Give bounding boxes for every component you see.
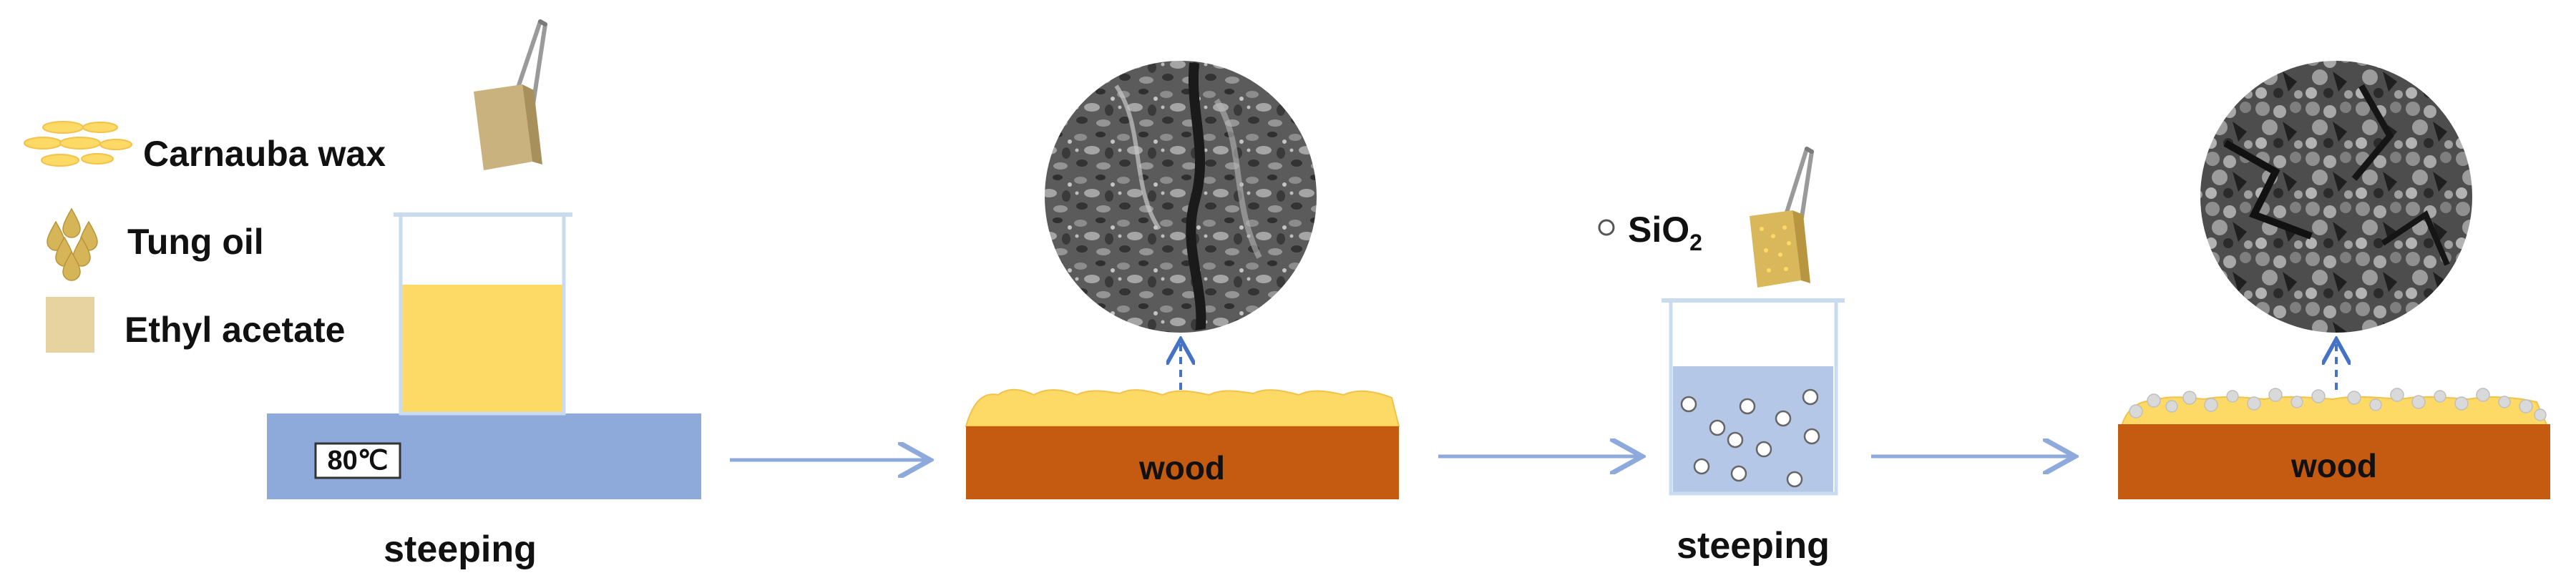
sio2-surface-particles xyxy=(2129,388,2547,421)
beaker-sio2-suspension xyxy=(1662,298,1845,496)
beaker-wax-solution xyxy=(394,212,572,416)
wood-label-2: wood xyxy=(2290,447,2377,484)
ethyl-acetate-label: Ethyl acetate xyxy=(125,310,345,350)
wax-sio2-coating xyxy=(2120,388,2549,427)
wood-substrate-2 xyxy=(2118,424,2550,499)
sem-image-wax xyxy=(1045,61,1317,333)
temperature-value: 80℃ xyxy=(328,446,389,476)
carnauba-wax-label: Carnauba wax xyxy=(143,134,386,174)
sio2-particle-icon xyxy=(1598,219,1615,236)
wood-label-1: wood xyxy=(1138,449,1225,486)
wax-coating xyxy=(965,388,1400,427)
wood-substrate-1 xyxy=(966,426,1399,499)
legend: Carnauba wax Tung oil Ethyl acetate xyxy=(24,121,386,353)
coated-wood-sample-block xyxy=(1750,210,1810,288)
step3-label: steeping xyxy=(1677,525,1830,567)
sio2-label: SiO2 xyxy=(1628,210,1702,255)
sem-image-sio2 xyxy=(2200,61,2472,333)
wood-sample-block xyxy=(474,84,542,170)
temperature-display xyxy=(314,442,401,479)
sio2-particles xyxy=(1680,388,1820,488)
ethyl-acetate-swatch-icon xyxy=(46,297,94,353)
tweezers-icon-2 xyxy=(1784,147,1814,220)
oil-drops-icon xyxy=(47,207,98,281)
wax-flakes-icon xyxy=(24,121,132,167)
tung-oil-label: Tung oil xyxy=(127,222,264,262)
step1-label: steeping xyxy=(384,529,537,570)
